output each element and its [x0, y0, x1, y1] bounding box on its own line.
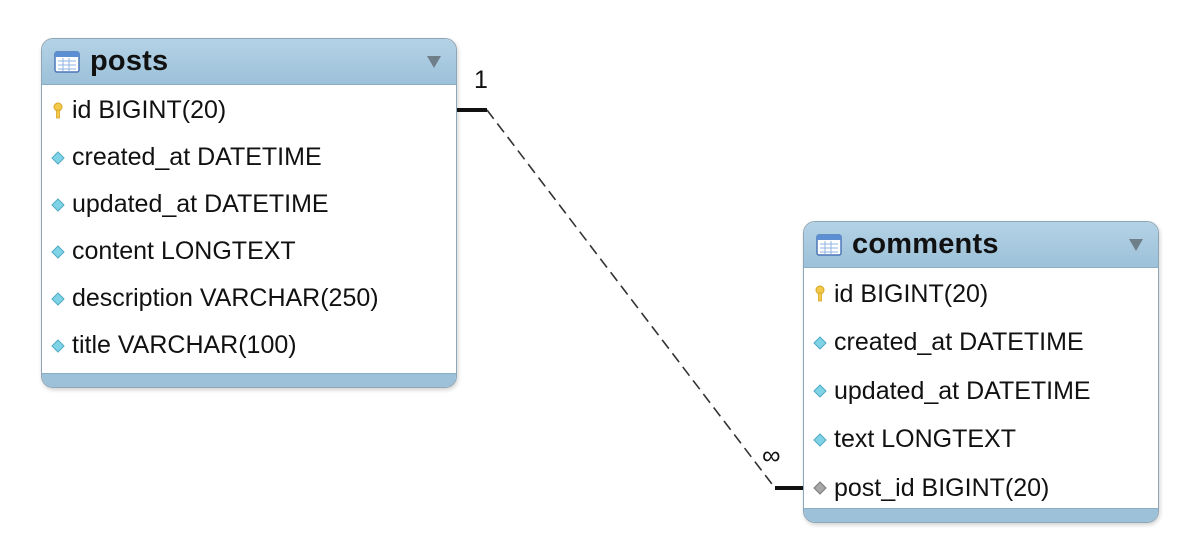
- column-diamond-icon: [51, 244, 65, 259]
- column-row[interactable]: id BIGINT(20): [804, 270, 1158, 319]
- table-footer: [42, 373, 456, 387]
- column-diamond-icon: [813, 433, 827, 447]
- table-header[interactable]: posts: [42, 39, 456, 85]
- column-label: text LONGTEXT: [834, 425, 1016, 454]
- table-posts[interactable]: posts id BIGINT(20) created_at DATETIME: [41, 38, 457, 388]
- column-row[interactable]: created_at DATETIME: [804, 319, 1158, 368]
- column-row[interactable]: updated_at DATETIME: [804, 367, 1158, 416]
- table-icon: [816, 233, 842, 256]
- column-row[interactable]: updated_at DATETIME: [42, 181, 456, 228]
- column-row[interactable]: title VARCHAR(100): [42, 322, 456, 369]
- column-label: description VARCHAR(250): [72, 284, 379, 312]
- column-diamond-icon: [813, 336, 827, 350]
- dropdown-arrow-icon[interactable]: [1128, 238, 1144, 252]
- column-row[interactable]: post_id BIGINT(20): [804, 464, 1158, 513]
- column-row[interactable]: id BIGINT(20): [42, 87, 456, 134]
- column-label: created_at DATETIME: [834, 328, 1084, 357]
- foreign-key-diamond-icon: [813, 481, 827, 495]
- table-title: comments: [852, 228, 999, 260]
- column-label: created_at DATETIME: [72, 143, 322, 171]
- cardinality-one-label: 1: [474, 66, 488, 94]
- column-diamond-icon: [51, 150, 65, 165]
- column-label: title VARCHAR(100): [72, 331, 297, 359]
- column-row[interactable]: created_at DATETIME: [42, 134, 456, 181]
- table-icon: [54, 50, 80, 73]
- column-label: updated_at DATETIME: [72, 190, 329, 218]
- column-label: content LONGTEXT: [72, 237, 296, 265]
- table-comments[interactable]: comments id BIGINT(20) created_at DATETI…: [803, 221, 1159, 523]
- column-label: id BIGINT(20): [834, 279, 989, 308]
- table-title: posts: [90, 45, 169, 77]
- column-diamond-icon: [51, 338, 65, 353]
- column-row[interactable]: text LONGTEXT: [804, 416, 1158, 465]
- column-diamond-icon: [813, 384, 827, 398]
- dropdown-arrow-icon[interactable]: [426, 55, 442, 69]
- table-footer: [804, 508, 1158, 522]
- column-label: id BIGINT(20): [72, 96, 227, 124]
- column-list: id BIGINT(20) created_at DATETIME update…: [804, 268, 1158, 513]
- column-diamond-icon: [51, 197, 65, 212]
- column-label: post_id BIGINT(20): [834, 473, 1050, 502]
- column-diamond-icon: [51, 291, 65, 306]
- column-label: updated_at DATETIME: [834, 376, 1091, 405]
- column-row[interactable]: description VARCHAR(250): [42, 275, 456, 322]
- cardinality-many-label: ∞: [762, 440, 781, 470]
- table-header[interactable]: comments: [804, 222, 1158, 268]
- column-row[interactable]: content LONGTEXT: [42, 228, 456, 275]
- relationship-line: [486, 109, 776, 489]
- column-list: id BIGINT(20) created_at DATETIME update…: [42, 85, 456, 369]
- key-icon: [53, 102, 63, 118]
- key-icon: [815, 285, 825, 302]
